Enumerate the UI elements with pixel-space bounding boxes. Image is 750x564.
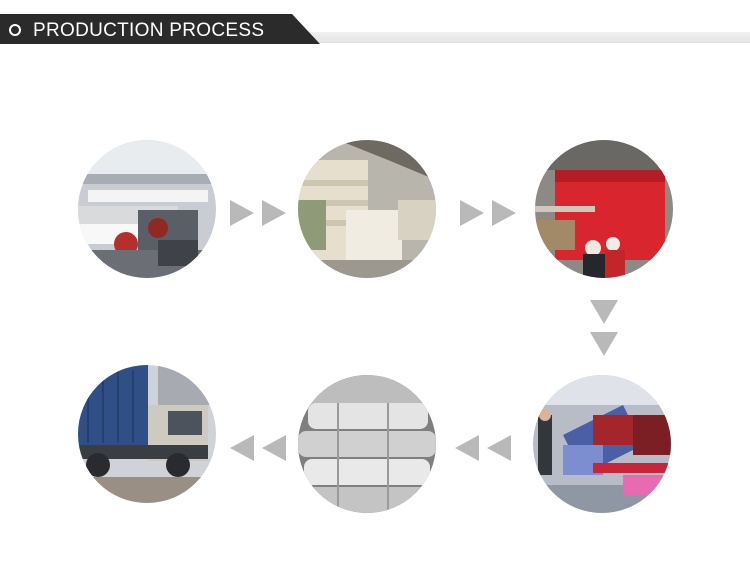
step-fabric-rolls-photo — [298, 140, 436, 278]
step-packed-bales-photo — [298, 375, 436, 513]
step-red-fabric-photo — [535, 140, 673, 278]
section-header-banner — [0, 14, 320, 44]
arrow-left-icon — [455, 435, 511, 461]
arrow-right-icon — [230, 200, 286, 226]
arrow-right-icon — [460, 200, 516, 226]
step-shipping-truck-photo — [78, 365, 216, 503]
header-divider-line — [300, 32, 750, 43]
arrow-down-icon — [590, 300, 618, 356]
step-weaving-photo — [78, 140, 216, 278]
step-inspection-photo — [533, 375, 671, 513]
bullet-ring-icon — [9, 24, 21, 36]
section-title: PRODUCTION PROCESS — [33, 20, 265, 41]
arrow-left-icon — [230, 435, 286, 461]
